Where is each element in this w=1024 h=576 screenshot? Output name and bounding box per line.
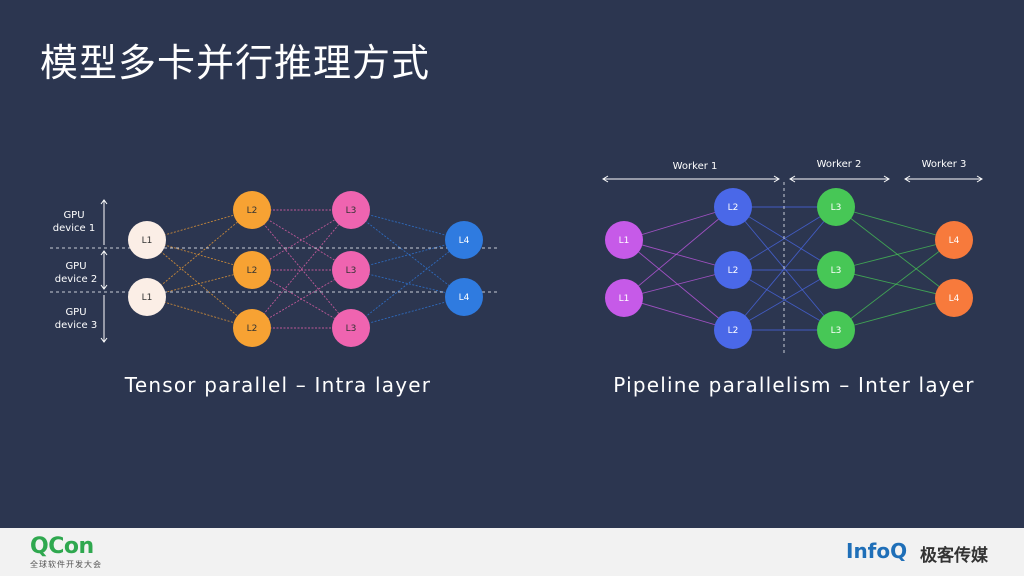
tensor-edge (350, 209, 465, 298)
gpu-label-3-sub: device 3 (55, 320, 97, 331)
tensor-edge (350, 209, 465, 241)
infoq-cn-logo: 极客传媒 (920, 546, 988, 566)
tensor-node-l1-1: L1 (128, 221, 166, 259)
pipeline-edge (835, 239, 955, 271)
tensor-node-label: L1 (142, 236, 153, 246)
pipeline-node-label: L2 (728, 326, 739, 336)
pipeline-node-label: L3 (831, 203, 842, 213)
tensor-node-l4-2: L4 (445, 278, 483, 316)
pipeline-node-label: L1 (619, 294, 630, 304)
pipeline-node-l4-2: L4 (935, 279, 973, 317)
pipeline-edge (835, 239, 955, 331)
footer-bar: QCon 全球软件开发大会 InfoQ 极客传媒 (0, 528, 1024, 576)
pipeline-node-label: L3 (831, 266, 842, 276)
gpu-arrows (100, 199, 108, 343)
tensor-node-l2-3: L2 (233, 309, 271, 347)
tensor-node-l3-3: L3 (332, 309, 370, 347)
tensor-node-l2-2: L2 (233, 251, 271, 289)
pipeline-node-label: L4 (949, 236, 960, 246)
pipeline-edge (835, 297, 955, 331)
pipeline-node-l2-3: L2 (714, 311, 752, 349)
tensor-edge (251, 269, 352, 329)
tensor-node-label: L1 (142, 293, 153, 303)
pipeline-node-l3-3: L3 (817, 311, 855, 349)
gpu-label-2-sub: device 2 (55, 274, 97, 285)
pipeline-node-label: L2 (728, 203, 739, 213)
worker-label-1: Worker 1 (673, 161, 718, 172)
pipeline-node-l4-1: L4 (935, 221, 973, 259)
tensor-node-label: L2 (247, 266, 258, 276)
pipeline-caption: Pipeline parallelism – Inter layer (613, 373, 974, 397)
tensor-node-label: L3 (346, 206, 357, 216)
tensor-node-l2-1: L2 (233, 191, 271, 229)
worker-label-3: Worker 3 (922, 159, 967, 170)
pipeline-edges (623, 206, 955, 331)
pipeline-edge (732, 269, 837, 331)
qcon-subtitle: 全球软件开发大会 (30, 560, 102, 569)
tensor-node-label: L3 (346, 324, 357, 334)
tensor-node-l1-2: L1 (128, 278, 166, 316)
pipeline-node-l3-2: L3 (817, 251, 855, 289)
pipeline-edge (623, 239, 734, 331)
tensor-node-label: L4 (459, 293, 470, 303)
qcon-logo: QCon (30, 534, 94, 559)
pipeline-node-label: L2 (728, 266, 739, 276)
pipeline-node-l3-1: L3 (817, 188, 855, 226)
gpu-label-2: GPU (65, 261, 86, 272)
tensor-edge (350, 239, 465, 329)
tensor-node-label: L2 (247, 324, 258, 334)
tensor-edge (350, 269, 465, 298)
tensor-caption: Tensor parallel – Intra layer (124, 373, 431, 397)
pipeline-node-l1-1: L1 (605, 221, 643, 259)
tensor-edges (146, 209, 465, 329)
pipeline-edge (835, 269, 955, 299)
tensor-edge (251, 209, 352, 329)
pipeline-edge (835, 206, 955, 241)
tensor-node-label: L2 (247, 206, 258, 216)
parallelism-diagrams: GPU device 1 GPU device 2 GPU device 3 W… (50, 159, 983, 397)
tensor-edge (146, 209, 253, 298)
page-title: 模型多卡并行推理方式 (40, 41, 431, 85)
worker-arrows (602, 175, 983, 183)
pipeline-node-label: L3 (831, 326, 842, 336)
tensor-edge (146, 239, 253, 329)
tensor-node-l3-2: L3 (332, 251, 370, 289)
gpu-label-1: GPU (63, 210, 84, 221)
tensor-edge (251, 209, 352, 271)
pipeline-node-l2-2: L2 (714, 251, 752, 289)
pipeline-node-label: L1 (619, 236, 630, 246)
gpu-label-1-sub: device 1 (53, 223, 95, 234)
worker-label-2: Worker 2 (817, 159, 862, 170)
pipeline-edge (835, 206, 955, 299)
pipeline-node-l1-2: L1 (605, 279, 643, 317)
pipeline-edge (623, 206, 734, 299)
tensor-edge (350, 239, 465, 271)
pipeline-node-l2-1: L2 (714, 188, 752, 226)
tensor-node-label: L3 (346, 266, 357, 276)
pipeline-node-label: L4 (949, 294, 960, 304)
tensor-node-l4-1: L4 (445, 221, 483, 259)
tensor-node-l3-1: L3 (332, 191, 370, 229)
tensor-node-label: L4 (459, 236, 470, 246)
infoq-logo: InfoQ (846, 539, 908, 563)
gpu-label-3: GPU (65, 307, 86, 318)
